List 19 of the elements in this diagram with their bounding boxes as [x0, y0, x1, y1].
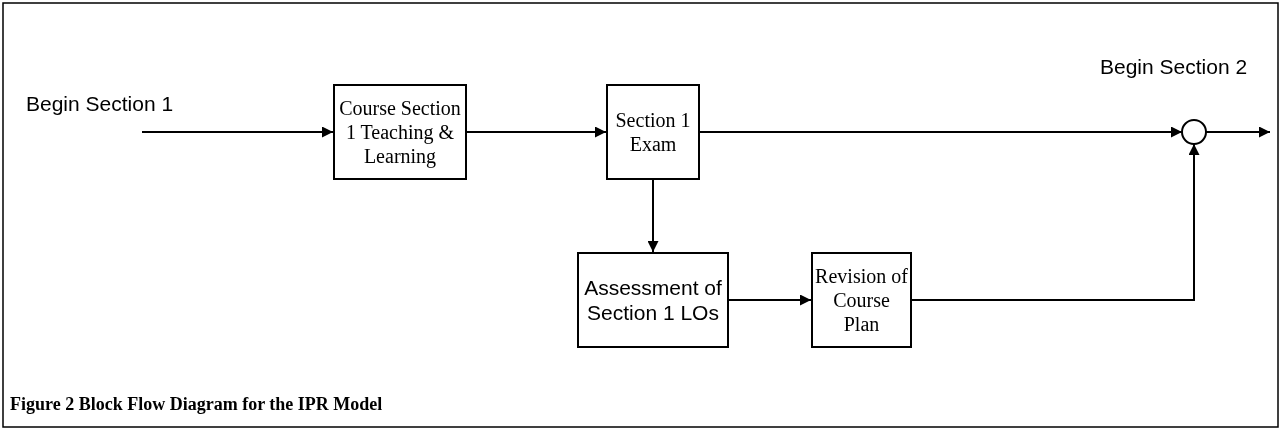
flow-label: Begin Section 1 — [26, 92, 174, 116]
process-box — [811, 252, 912, 348]
process-box — [606, 84, 700, 180]
summing-junction-circle — [1181, 119, 1207, 145]
process-box — [577, 252, 729, 348]
flow-label: Begin Section 2 — [1100, 55, 1248, 79]
arrow — [647, 179, 659, 253]
box-label: Course Section 1 Teaching & Learning — [338, 96, 462, 168]
arrow — [728, 294, 812, 306]
arrow — [911, 143, 1200, 301]
figure-caption: Figure 2 Block Flow Diagram for the IPR Model — [10, 394, 383, 415]
arrow — [141, 126, 334, 138]
process-box — [333, 84, 467, 180]
arrow — [466, 126, 607, 138]
box-label: Section 1 Exam — [614, 108, 692, 156]
box-label: Revision of Course Plan — [814, 264, 909, 336]
box-label: Assessment of Section 1 LOs — [583, 274, 723, 326]
arrow — [699, 126, 1183, 138]
arrow — [1205, 126, 1271, 138]
